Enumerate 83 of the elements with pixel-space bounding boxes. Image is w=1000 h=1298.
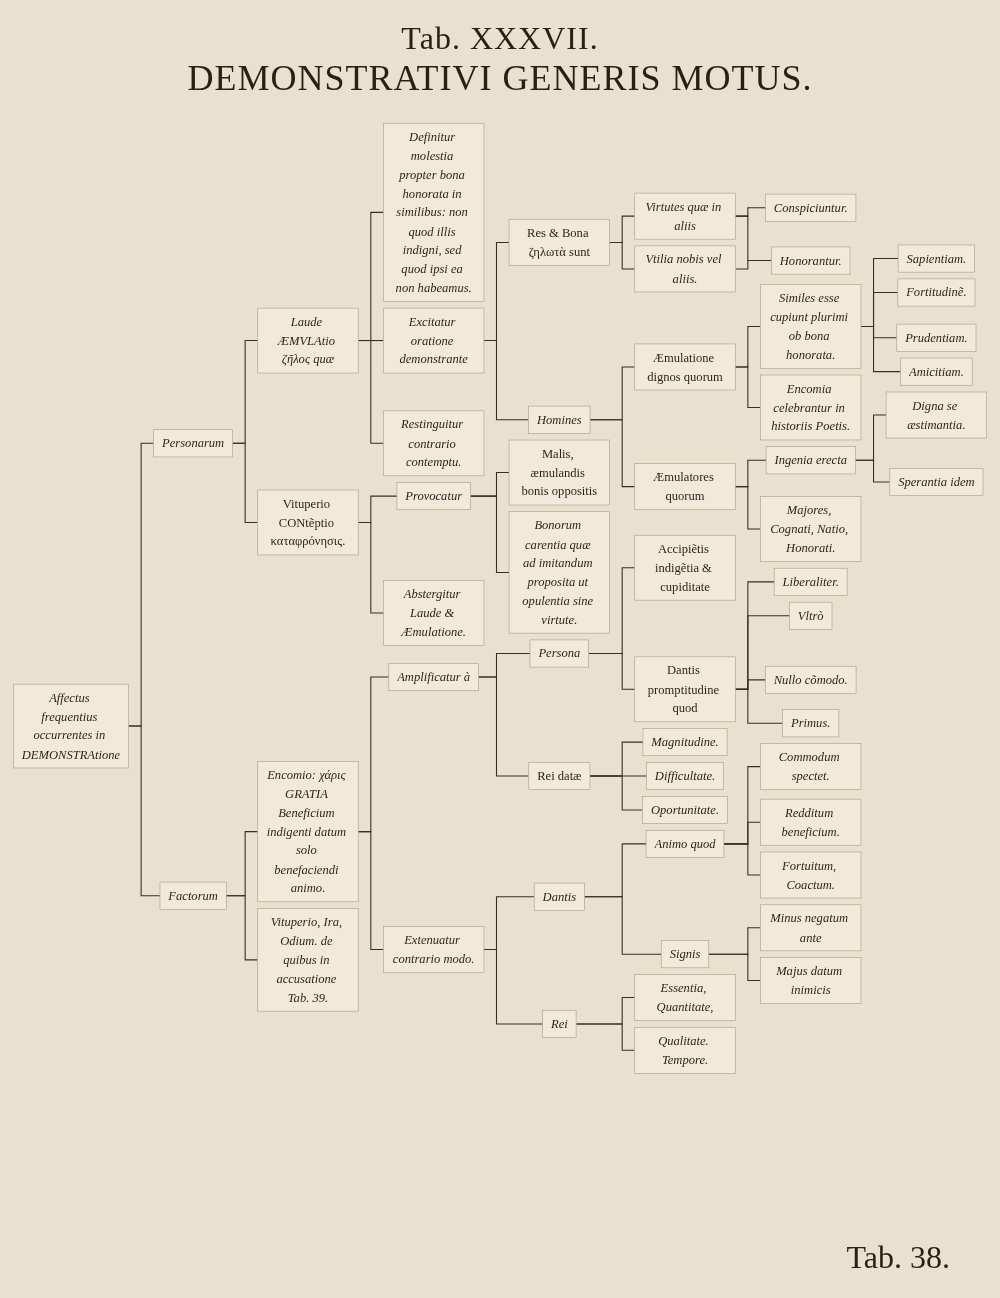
node-box: Affectus frequentius occurrentes in DEMONSTRAtione	[13, 683, 129, 769]
node-box: Similes esse cupiunt plurimi ob bona honorata.	[760, 284, 862, 369]
connector	[477, 676, 530, 777]
node-box: Abstergitur Laude & Æmulatione.	[383, 580, 485, 646]
node-box: Prudentiam.	[896, 323, 977, 352]
node-box: Fortuitum, Coactum.	[760, 851, 862, 899]
node-box: Malis, æmulandis bonis oppositis	[508, 439, 610, 506]
node-box: Bonorum carentia quæ ad imitandum proposita ut opulentia sine virtute.	[508, 511, 610, 634]
node-box: Conspiciuntur.	[765, 193, 857, 222]
node-box: Dantis promptitudine quod	[634, 656, 736, 723]
connector	[734, 486, 761, 530]
connector	[734, 260, 772, 270]
node-box: Excitatur oratione demonstrante	[383, 307, 485, 374]
node-box: Qualitate. Tempore.	[634, 1026, 736, 1074]
node-box: Æmulatores quorum	[634, 463, 736, 511]
node-box: Accipiẽtis indigẽtia & cupiditate	[634, 534, 736, 601]
node-box: Vituperio CONtẽptio καταφρόνησις.	[257, 489, 359, 556]
node-box: Amplificatur à	[388, 663, 479, 691]
node-box: Homines	[528, 405, 591, 434]
node-box: Fortitudinẽ.	[897, 278, 976, 307]
connector	[723, 843, 761, 876]
connector	[588, 652, 636, 690]
catchword: Tab. 38.	[846, 1239, 950, 1276]
node-box: Amicitiam.	[900, 357, 973, 386]
node-box: Extenuatur contrario modo.	[383, 926, 485, 973]
node-box: Ingenia erecta	[765, 446, 856, 475]
connector	[232, 442, 259, 524]
connector	[469, 495, 510, 573]
node-box: Laude ÆMVLAtio ζῆλος quæ	[257, 307, 359, 374]
node-box: Rei datæ	[528, 762, 591, 790]
connector	[708, 953, 761, 982]
node-box: Animo quod	[645, 829, 725, 858]
node-box: Factorum	[159, 881, 227, 910]
node-box: Redditum beneficium.	[760, 798, 862, 846]
node-box: Rei	[542, 1010, 577, 1038]
node-box: Sperantia idem	[889, 468, 984, 496]
connector	[575, 1023, 636, 1051]
node-box: Magnitudine.	[642, 728, 728, 757]
node-box: Primus.	[782, 709, 840, 738]
node-box: Definitur molestia propter bona honorata in similibus: non quod illis indigni, sed quod ipsi ea non habeamus.	[383, 123, 485, 302]
node-box: Majores, Cognati, Natio, Honorati.	[760, 496, 862, 562]
node-box: Vituperio, Ira, Odium. de quibus in accusatione Tab. 39.	[257, 908, 359, 1012]
node-box: Encomia celebrantur in historiis Poetis.	[760, 374, 862, 441]
node-box: Vtilia nobis vel aliis.	[634, 245, 736, 293]
node-box: Provocatur	[396, 482, 471, 511]
node-box: Encomio: χάρις GRATIA Beneficium indigenti datum solo benefaciendi animo.	[257, 761, 359, 903]
node-box: Vltrò	[789, 601, 833, 630]
node-box: Virtutes quæ in aliis	[634, 192, 736, 240]
node-box: Digna se æstimantia.	[885, 391, 987, 439]
connector	[734, 688, 784, 724]
node-box: Essentia, Quantitate,	[634, 974, 736, 1021]
node-box: Res & Bona ζηλωτὰ sunt	[508, 219, 610, 266]
node-box: Dantis	[533, 882, 585, 911]
node-box: Commodum spectet.	[760, 743, 862, 790]
connector	[128, 725, 161, 897]
node-box: Majus datum inimicis	[760, 957, 862, 1004]
node-box: Liberaliter.	[773, 567, 848, 596]
connector	[854, 459, 891, 483]
node-box: Personarum	[153, 429, 233, 458]
node-box: Difficultate.	[646, 762, 724, 790]
connector	[589, 775, 644, 811]
connector	[357, 831, 384, 950]
connector	[583, 896, 662, 955]
connector	[860, 325, 902, 373]
node-box: Persona	[529, 639, 589, 668]
node-box: Nullo cõmodo.	[764, 665, 857, 694]
node-box: Minus negatum ante	[760, 904, 862, 952]
connector	[734, 366, 761, 409]
connector	[483, 340, 530, 421]
connector	[589, 419, 636, 488]
node-box: Restinguitur contrario contemptu.	[383, 410, 485, 477]
connector	[609, 242, 636, 270]
connector	[225, 895, 259, 961]
node-box: Honorantur.	[771, 246, 851, 275]
node-box: Signis	[660, 940, 710, 969]
table-number: Tab. XXXVII.	[401, 20, 599, 57]
connector	[357, 340, 384, 444]
node-box: Æmulatione dignos quorum	[634, 343, 736, 391]
node-box: Sapientiam.	[897, 244, 975, 273]
connector	[357, 521, 384, 614]
node-box: Oportunitate.	[642, 796, 728, 824]
connector	[483, 948, 544, 1025]
title: DEMONSTRATIVI GENERIS MOTUS.	[187, 57, 813, 99]
